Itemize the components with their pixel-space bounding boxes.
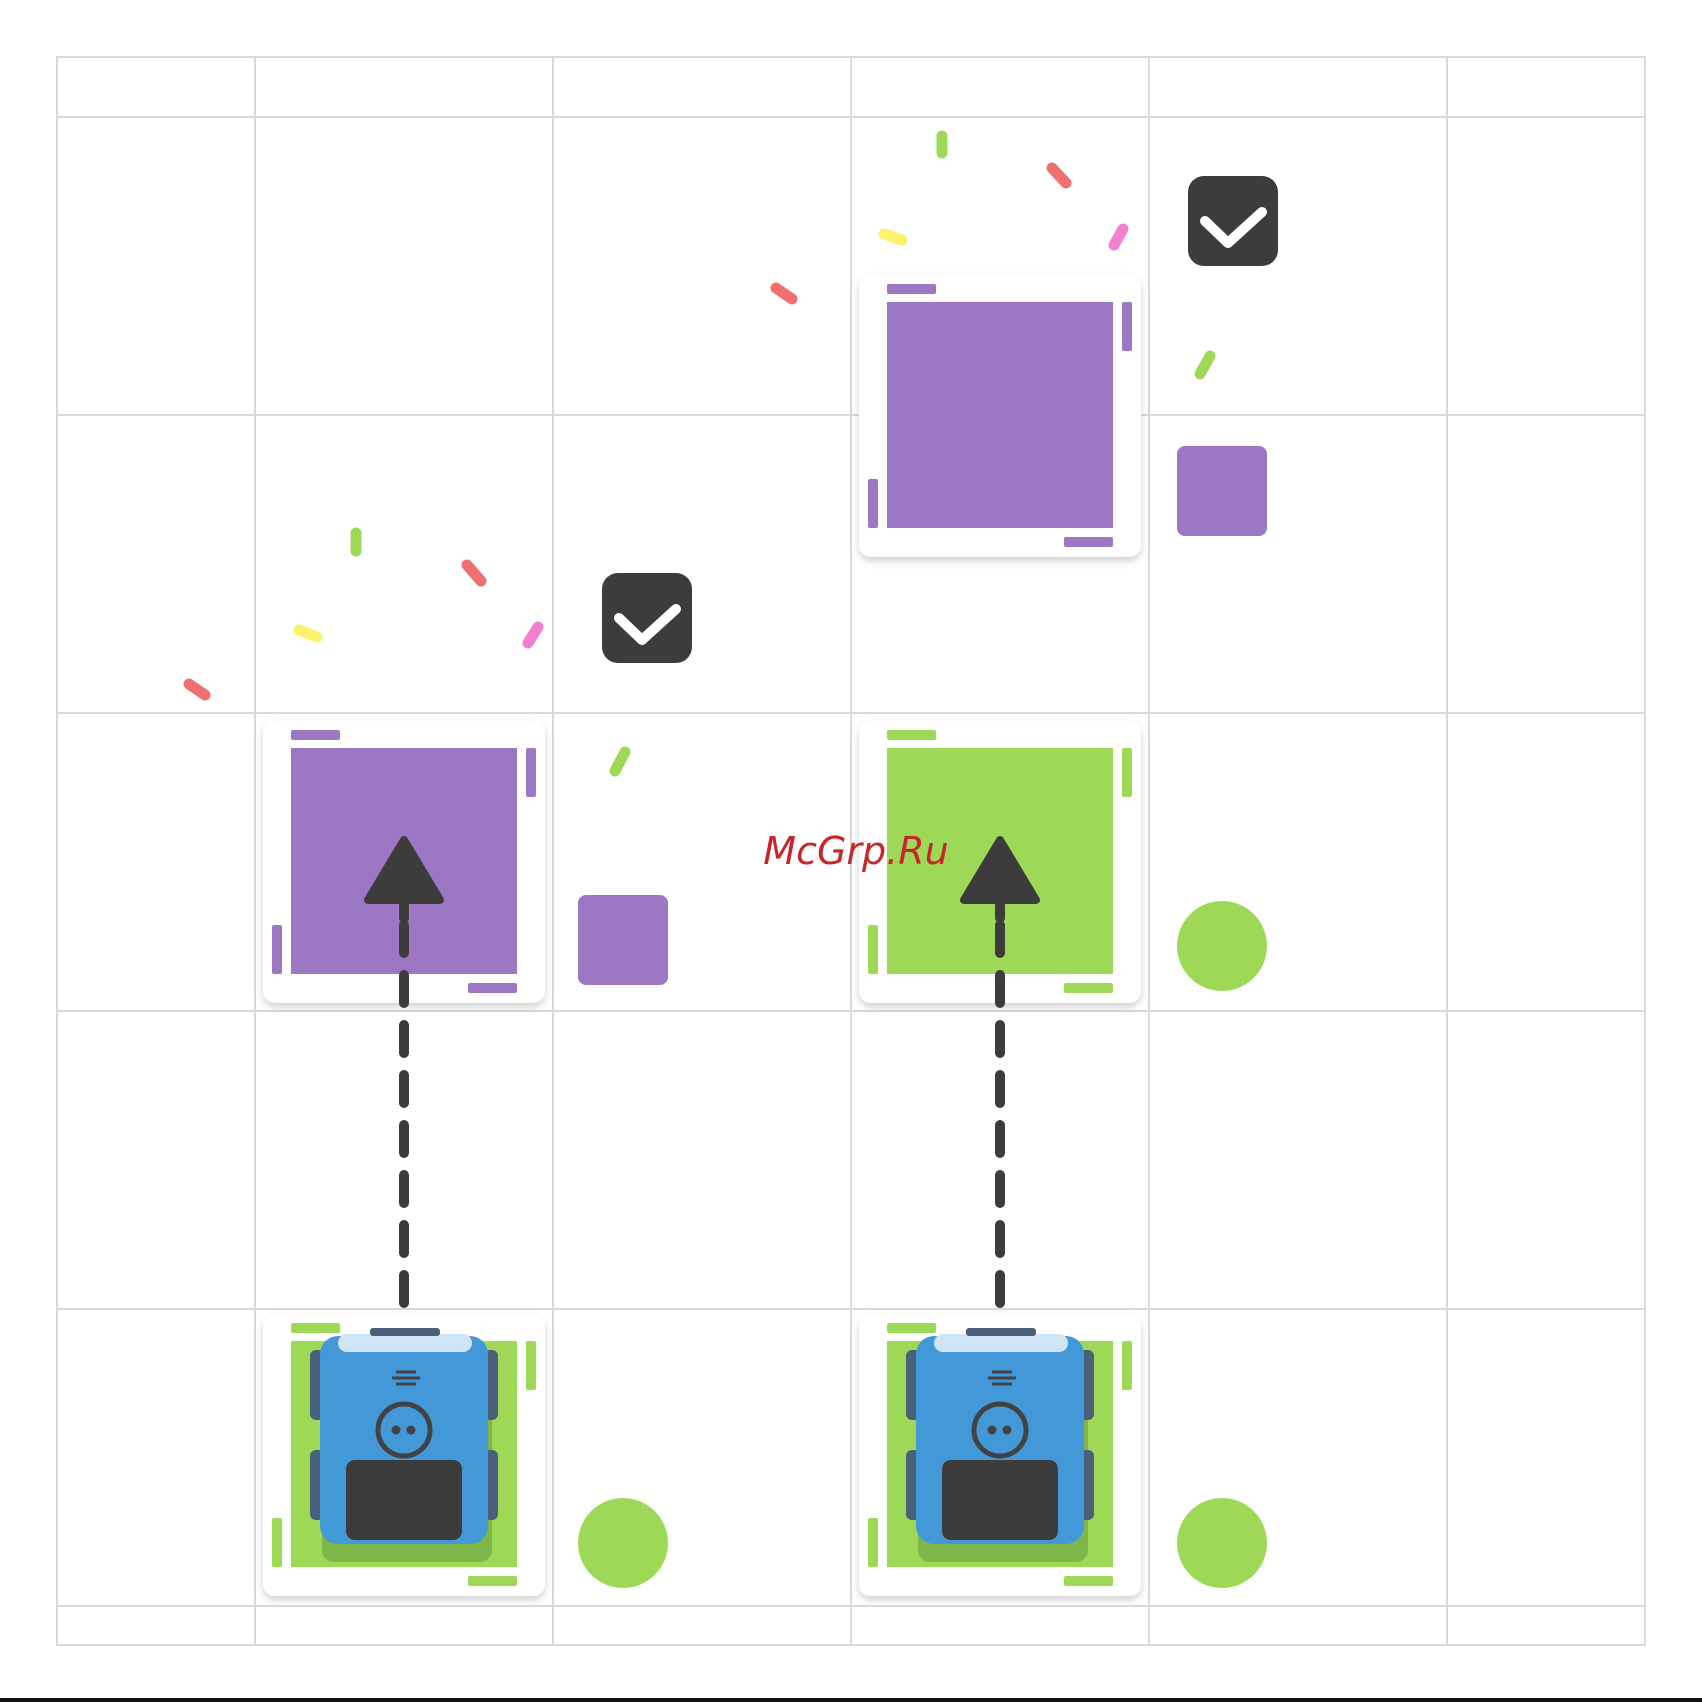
confetti-piece (615, 752, 625, 771)
confetti-piece (776, 288, 792, 299)
confetti-piece (1114, 229, 1123, 245)
purple-square-marker (578, 895, 668, 985)
bottom-border-strip (0, 1698, 1702, 1702)
confetti-piece (528, 627, 538, 643)
checkmark-icon (602, 573, 692, 663)
confetti-piece (884, 234, 902, 240)
confetti-piece (1200, 356, 1210, 374)
green-circle-marker (578, 1498, 668, 1588)
confetti-piece (1052, 168, 1066, 183)
watermark-text: McGrp.Ru (763, 829, 948, 873)
confetti-piece (189, 684, 205, 695)
confetti-piece (467, 565, 481, 581)
confetti-piece (299, 630, 317, 637)
robot-icon[interactable] (310, 1328, 498, 1562)
checkmark-icon (1188, 176, 1278, 266)
green-circle-marker (1177, 901, 1267, 991)
green-circle-marker (1177, 1498, 1267, 1588)
robot-icon[interactable] (906, 1328, 1094, 1562)
purple-square-marker (1177, 446, 1267, 536)
completed-card-right[interactable] (859, 275, 1141, 557)
